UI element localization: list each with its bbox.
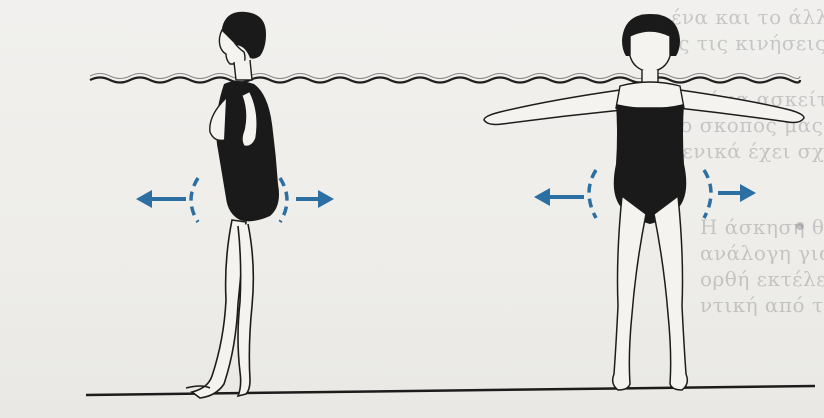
arrow-right-icon bbox=[296, 190, 334, 208]
front-hip-arc-left bbox=[589, 170, 596, 218]
front-face bbox=[630, 31, 670, 72]
front-view-figure bbox=[484, 14, 804, 390]
show-through-bullet bbox=[796, 222, 804, 230]
front-arm-right bbox=[678, 90, 804, 123]
side-neck bbox=[234, 60, 252, 80]
front-leg-left bbox=[613, 196, 646, 390]
arrow-left-icon bbox=[136, 190, 186, 208]
front-shoulders bbox=[616, 82, 684, 108]
side-legs bbox=[192, 220, 246, 398]
side-back-leg bbox=[238, 224, 253, 396]
side-bust bbox=[210, 98, 226, 140]
arrow-right-icon bbox=[718, 184, 756, 202]
front-leg-right bbox=[654, 196, 687, 390]
side-view-figure bbox=[136, 12, 334, 398]
arrow-left-icon bbox=[534, 188, 584, 206]
front-hip-arc-right bbox=[704, 170, 711, 218]
side-hip-arc-left bbox=[191, 178, 198, 222]
side-hip-arc-right bbox=[280, 178, 287, 222]
front-arm-left bbox=[484, 90, 622, 125]
